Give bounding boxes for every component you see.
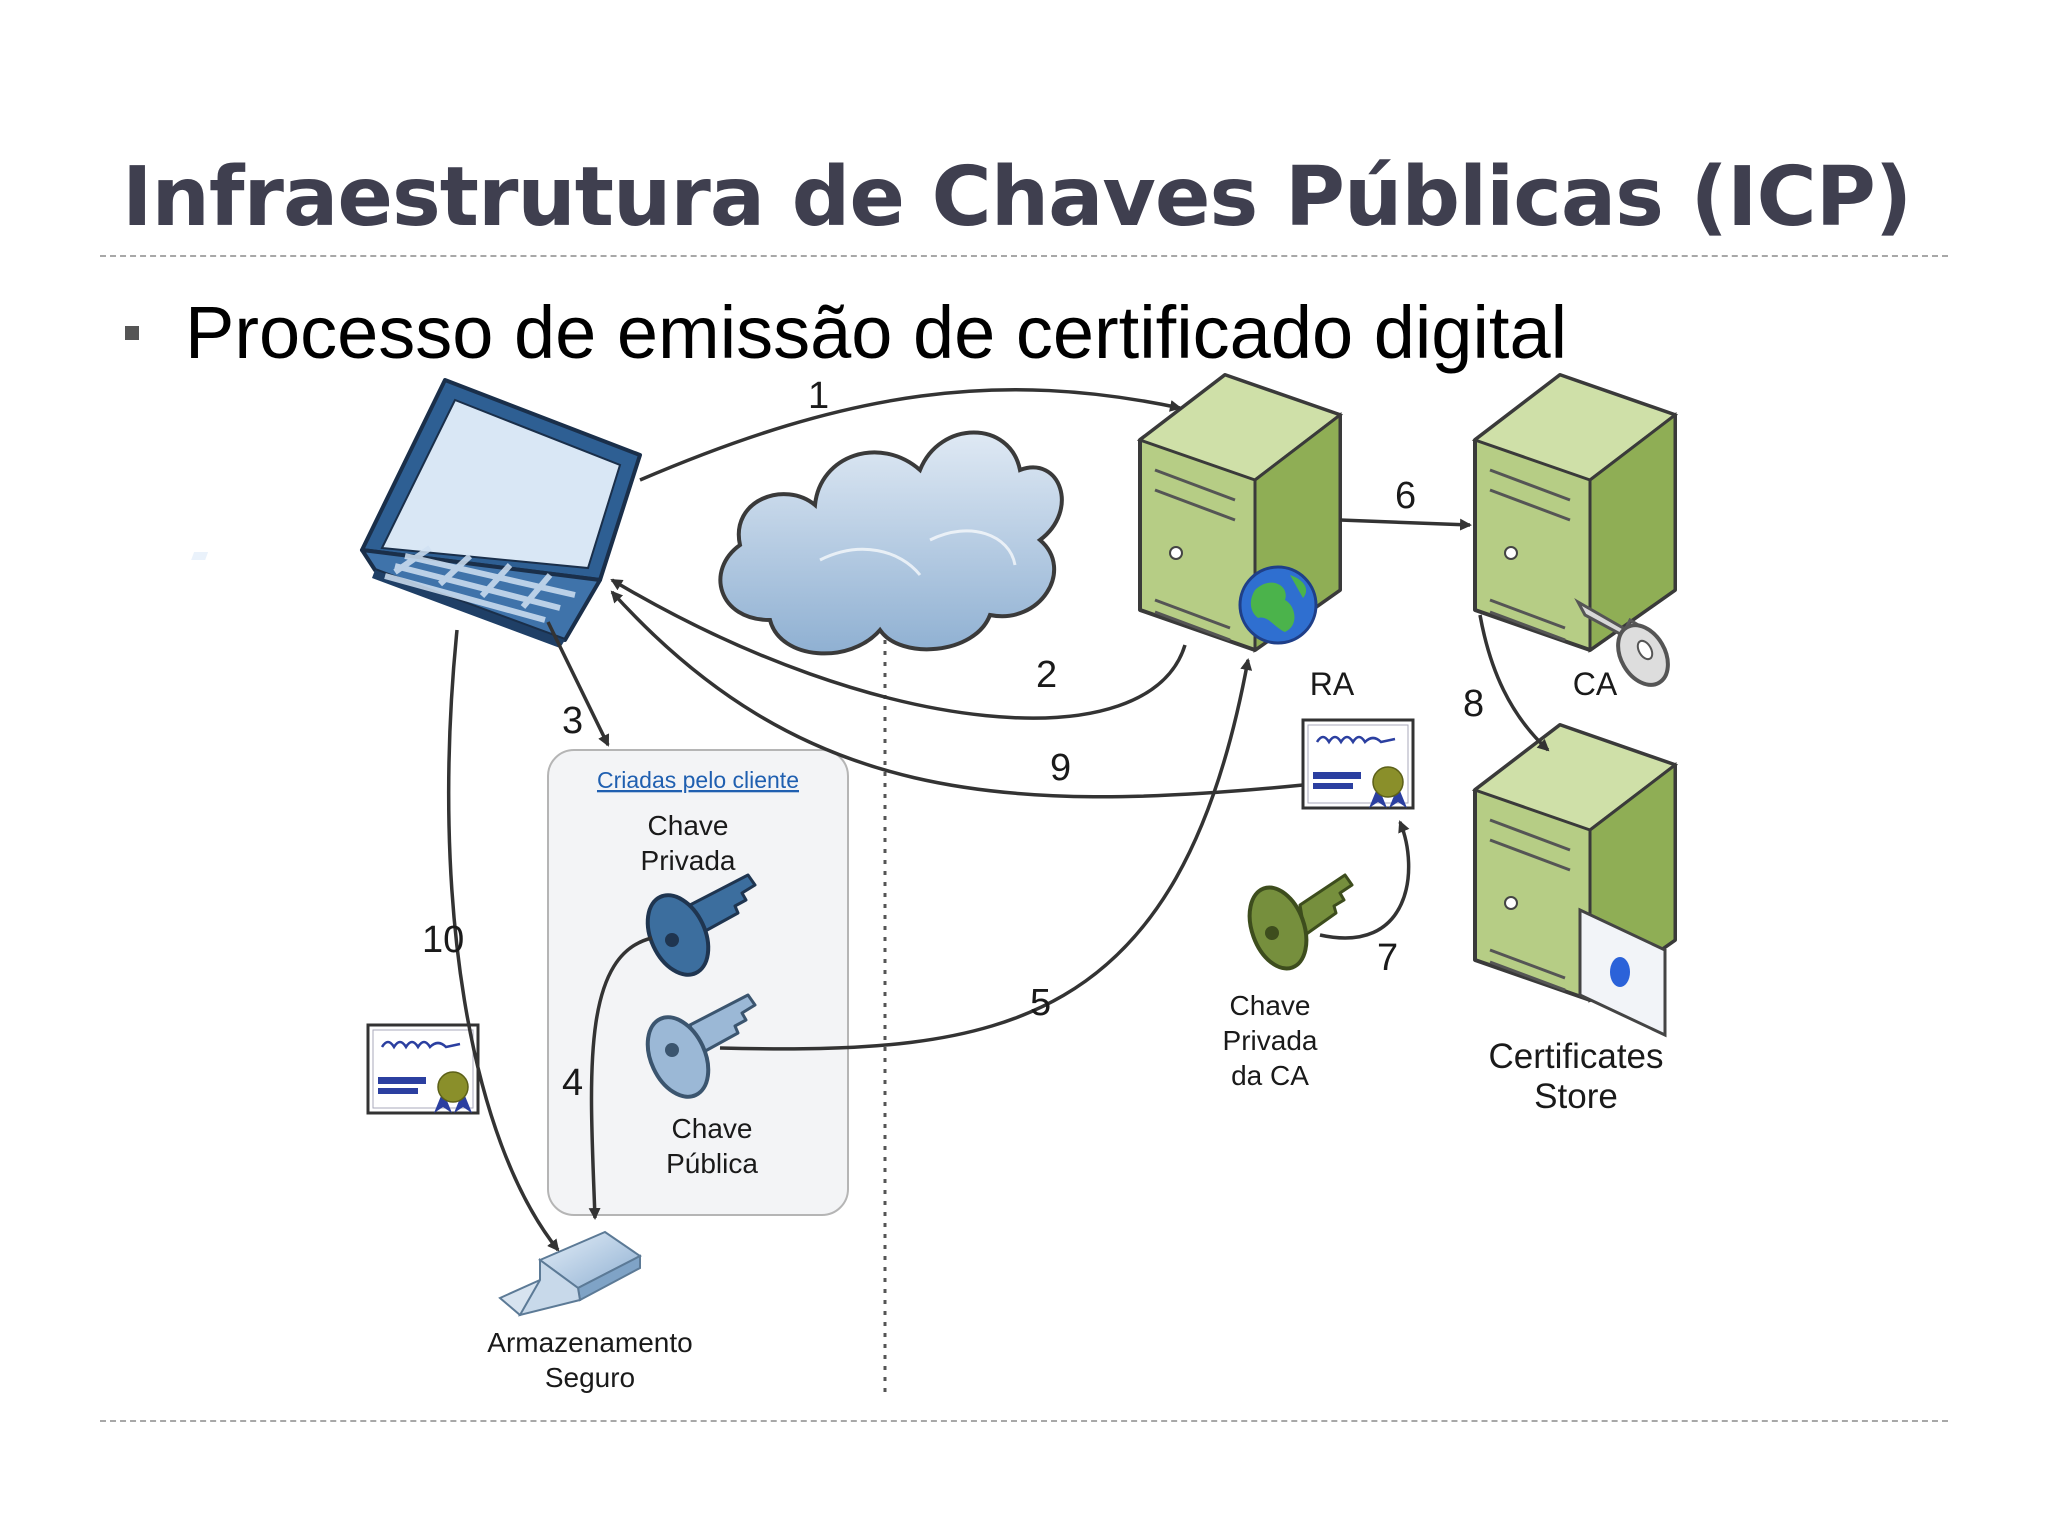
public-key-label-line1: Chave <box>672 1113 753 1144</box>
step-3-label: 3 <box>562 700 583 742</box>
internet-cloud-icon <box>720 433 1061 654</box>
step-2-label: 2 <box>1036 654 1057 696</box>
ra-server-icon <box>1140 375 1340 650</box>
secure-storage-label-line1: Armazenamento <box>487 1327 692 1358</box>
ca-private-key-icon <box>1239 875 1352 976</box>
step-9-label: 9 <box>1050 747 1071 789</box>
public-key-label-line2: Pública <box>666 1148 758 1179</box>
arrow-step-10 <box>449 630 558 1250</box>
ca-key-label-line3: da CA <box>1231 1060 1309 1091</box>
step-7-label: 7 <box>1377 937 1398 979</box>
ca-key-label-line1: Chave <box>1230 990 1311 1021</box>
client-box-title: Criadas pelo cliente <box>597 767 799 793</box>
ca-key-label-line2: Privada <box>1223 1025 1318 1056</box>
secure-storage-label-line2: Seguro <box>545 1362 635 1393</box>
arrow-step-8 <box>1480 615 1548 750</box>
step-6-label: 6 <box>1395 475 1416 517</box>
laptop-icon <box>191 380 640 648</box>
private-key-label-line1: Chave <box>648 810 729 841</box>
ra-label: RA <box>1310 666 1355 702</box>
step-4-label: 4 <box>562 1062 583 1104</box>
arrow-step-7 <box>1320 822 1409 938</box>
certificates-store-server-icon <box>1475 725 1675 1035</box>
ca-label: CA <box>1573 666 1618 702</box>
ra-certificate-icon <box>1303 720 1413 808</box>
secure-storage-usb-icon <box>500 1232 640 1315</box>
step-5-label: 5 <box>1030 982 1051 1024</box>
certificates-store-label-line1: Certificates <box>1488 1037 1663 1076</box>
step-8-label: 8 <box>1463 683 1484 725</box>
step-10-label: 10 <box>422 919 464 961</box>
step-1-label: 1 <box>808 375 829 417</box>
certificates-store-label-line2: Store <box>1534 1077 1618 1116</box>
client-certificate-icon <box>368 1025 478 1113</box>
private-key-label-line2: Privada <box>641 845 736 876</box>
ca-server-icon <box>1475 375 1678 694</box>
arrow-step-6 <box>1340 520 1470 525</box>
